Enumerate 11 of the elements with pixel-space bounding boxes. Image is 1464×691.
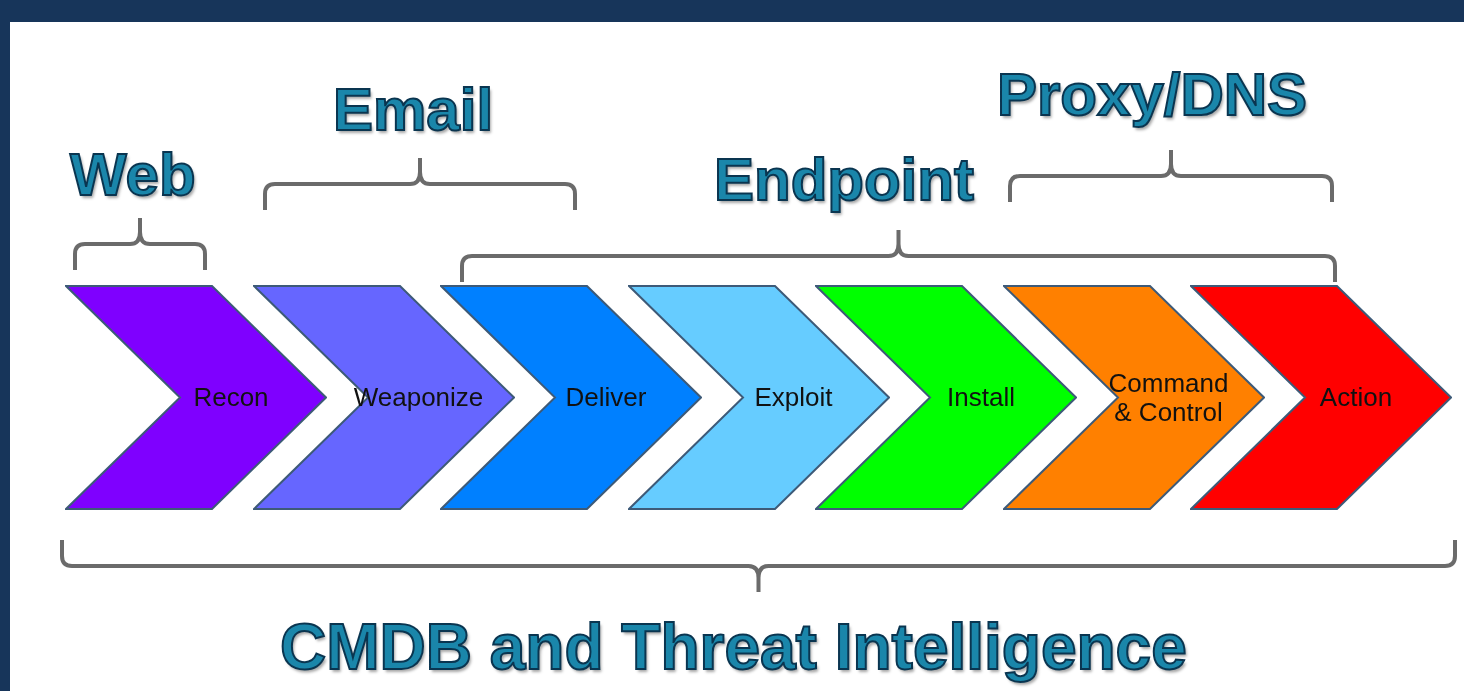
step-label: Command & Control <box>1107 368 1230 427</box>
group-label: Proxy/DNS <box>997 60 1308 129</box>
step-label: Deliver <box>565 383 647 412</box>
step-label: Recon <box>193 383 269 412</box>
step-label: Exploit <box>754 383 833 412</box>
group-label: Email <box>333 75 494 144</box>
group-label: Endpoint <box>714 145 974 214</box>
group-label: Web <box>70 140 196 209</box>
group-label: CMDB and Threat Intelligence <box>280 610 1187 684</box>
step-label: Action <box>1319 383 1393 412</box>
step-label: Install <box>947 383 1015 412</box>
